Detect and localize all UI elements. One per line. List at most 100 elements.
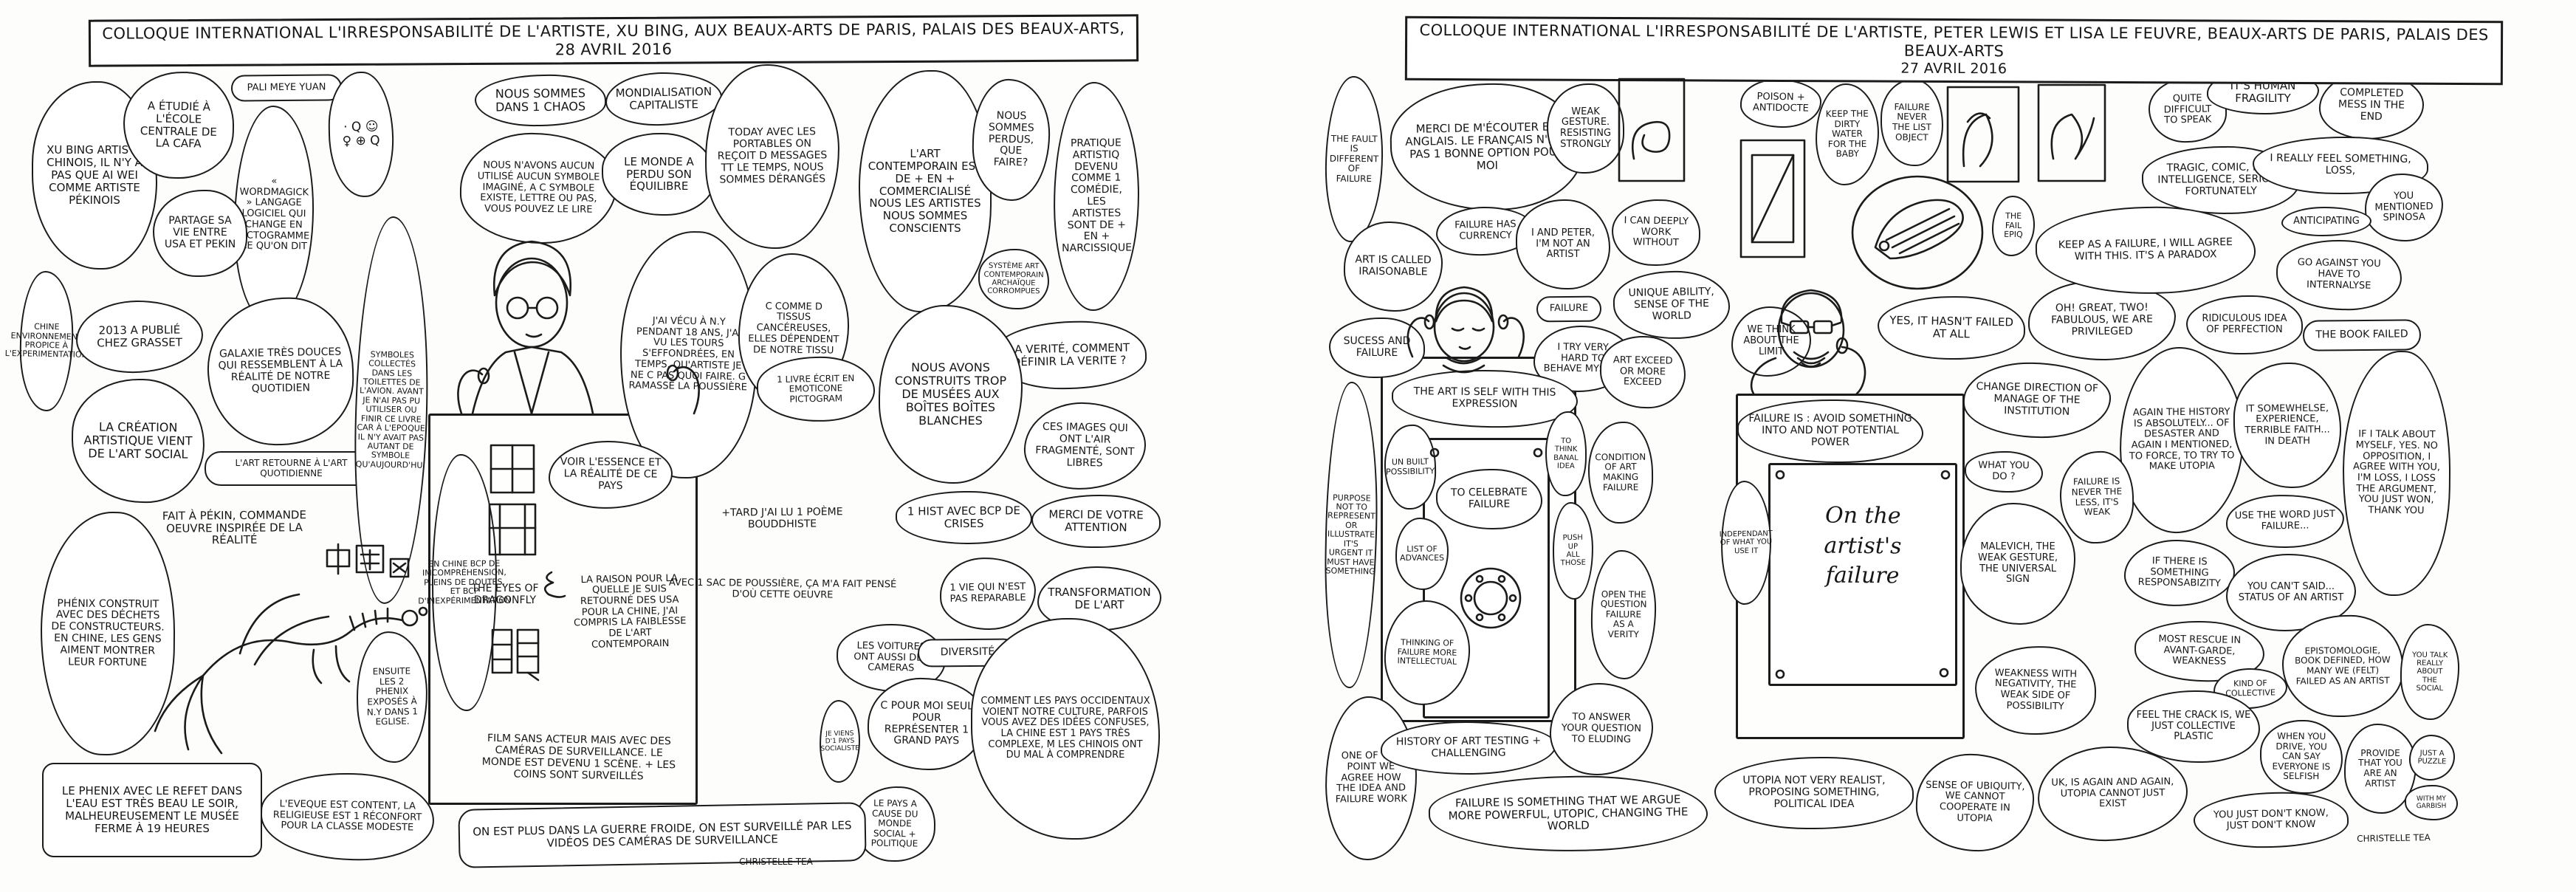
speech-bubble: ENSUITE LES 2 PHENIX EXPOSÉS À N.Y DANS … <box>355 631 429 764</box>
speech-bubble: NOUS SOMMES PERDUS, QUE FAIRE? <box>971 78 1051 202</box>
speech-bubble: IT SOMEWHELSE, EXPERIENCE, TERRIBLE FAIT… <box>2233 362 2342 489</box>
panel-right-peter-lewis-lisa-le-feuvre: COLLOQUE INTERNATIONAL L'IRRESPONSABILIT… <box>1322 11 2576 882</box>
speech-bubble: YOU MENTIONED SPINOSA <box>2364 173 2444 242</box>
speech-bubble: AVEC 1 SAC DE POUSSIÈRE, ÇA M'A FAIT PEN… <box>668 577 897 601</box>
speech-bubble: SYMBOLES COLLECTÉS DANS LES TOILETTES DE… <box>351 216 431 605</box>
speech-bubble: LA CRÉATION ARTISTIQUE VIENT DE L'ART SO… <box>71 378 205 504</box>
speech-bubble: L'ART CONTEMPORAIN EST DE + EN + COMMERC… <box>859 70 992 312</box>
speech-bubble: ONE OF THE POINT WE AGREE HOW THE IDEA A… <box>1325 696 1418 861</box>
speech-bubble: YOU CAN'T SAID... STATUS OF AN ARTIST <box>2226 554 2356 631</box>
speech-bubble: FEEL THE CRACK IS, WE JUST COLLECTIVE PL… <box>2127 690 2260 763</box>
speech-bubble: WHEN YOU DRIVE, YOU CAN SAY EVERYONE IS … <box>2259 719 2343 795</box>
speech-bubble: PURPOSE NOT TO REPRESENT OR ILLUSTRATE I… <box>1322 381 1380 689</box>
title-date: 27 AVRIL 2016 <box>1900 61 2007 78</box>
speech-bubble: FAILURE <box>1536 295 1602 323</box>
speech-bubble: JUST A PUZZLE <box>2408 734 2456 781</box>
title-banner-right: COLLOQUE INTERNATIONAL L'IRRESPONSABILIT… <box>1404 16 2504 86</box>
speech-bubble: YOU TALK REALLY ABOUT THE SOCIAL <box>2400 623 2460 721</box>
poster-text: On the artist's failure <box>1824 502 1902 589</box>
poster-board <box>1768 463 1957 686</box>
speech-bubble: SYSTÈME ART CONTEMPORAIN ARCHAÏQUE CORRO… <box>978 248 1050 310</box>
speech-bubble: TO ANSWER YOUR QUESTION TO ELUDING <box>1549 682 1654 776</box>
speech-bubble: IF I TALK ABOUT MYSELF, YES. NO OPPOSITI… <box>2341 350 2452 597</box>
speech-bubble: CHANGE DIRECTION OF MANAGE OF THE INSTIT… <box>1962 361 2112 439</box>
speech-bubble: PARTAGE SA VIE ENTRE USA ET PEKIN <box>153 190 247 277</box>
speech-bubble: C POUR MOI SEUL POUR REPRÉSENTER 1 GRAND… <box>867 677 986 771</box>
symbols-bubble: · Q ☺ ♀ ⊕ Q <box>327 71 395 198</box>
speech-bubble: 2013 A PUBLIÉ CHEZ GRASSET <box>75 300 204 374</box>
speech-bubble: +TARD J'AI LU 1 POÈME BOUDDHISTE <box>721 506 843 531</box>
speech-bubble: LE PHENIX AVEC LE REFET DANS L'EAU EST T… <box>42 763 262 857</box>
speech-bubble: FAILURE IS : AVOID SOMETHING INTO AND NO… <box>1737 399 1923 463</box>
speech-bubble: PRATIQUE ARTISTIQ DEVENU COMME 1 COMÉDIE… <box>1052 81 1141 312</box>
speech-bubble: UK, IS AGAIN AND AGAIN, UTOPIA CANNOT JU… <box>2037 746 2188 842</box>
speech-bubble: AGAIN THE HISTORY IS ABSOLUTELY... OF DE… <box>2118 346 2245 534</box>
speech-bubble: L'EVEQUE EST CONTENT, LA RELIGIEUSE EST … <box>259 771 436 862</box>
speech-bubble: LE PAYS A CAUSE DU MONDE SOCIAL + POLITI… <box>853 786 936 862</box>
speech-bubble: 1 LIVRE ÉCRIT EN EMOTICONE PICTOGRAM <box>756 355 876 423</box>
podium-caption: THE EYES OF DRAGONFLY <box>471 583 539 606</box>
speech-bubble: WE THINK ABOUT THE LIMIT <box>1731 306 1811 377</box>
speech-bubble: CES IMAGES QUI ONT L'AIR FRAGMENTÉ, SONT… <box>1023 401 1147 491</box>
speech-bubble: YOU JUST DON'T KNOW, JUST DON'T KNOW <box>2193 791 2349 849</box>
speech-bubble: IF THERE IS SOMETHING RESPONSABIZITY <box>2123 538 2236 608</box>
speech-bubble: PUSH UP ALL THOSE <box>1551 501 1595 600</box>
speech-bubble: MERCI DE VOTRE ATTENTION <box>1031 494 1161 549</box>
speech-bubble: POISON + ANTIDOCTE <box>1739 78 1822 128</box>
speech-bubble: CHINE ENVIRONNEMENT PROPICE À L'EXPERIME… <box>5 270 88 412</box>
speech-bubble: SUCESS AND FAILURE <box>1329 318 1425 378</box>
speech-bubble: MALEVICH, THE WEAK GESTURE, THE UNIVERSA… <box>1960 503 2075 625</box>
speech-bubble: CONDITION OF ART MAKING FAILURE <box>1587 421 1654 524</box>
speech-bubble: RIDICULOUS IDEA OF PERFECTION <box>2186 295 2303 354</box>
speech-bubble: PALI MEYE YUAN <box>230 74 343 102</box>
speech-bubble: KEEP THE DIRTY WATER FOR THE BABY <box>1815 83 1880 186</box>
speech-bubble: FAIT À PÉKIN, COMMANDE OEUVRE INSPIRÉE D… <box>162 507 306 547</box>
speech-bubble: 1 VIE QUI N'EST PAS REPARABLE <box>939 556 1037 631</box>
speech-bubble: WITH MY GARBISH <box>2404 784 2459 821</box>
speech-bubble: « WORDMAGICK » LANGAGE LOGICIEL QUI CHAN… <box>233 105 315 324</box>
artist-signature: CHRISTELLE TEA <box>739 857 813 867</box>
speech-bubble: NOUS N'AVONS AUCUN UTILISÉ AUCUN SYMBOLE… <box>459 132 618 244</box>
speech-bubble: A ÉTUDIÉ À L'ÉCOLE CENTRALE DE LA CAFA <box>122 70 236 180</box>
speech-bubble: YES, IT HASN'T FAILED AT ALL <box>1877 295 2026 361</box>
speech-bubble: ANTICIPATING <box>2281 207 2371 236</box>
speech-bubble: OPEN THE QUESTION FAILURE AS A VERITY <box>1590 549 1657 680</box>
speech-bubble: MONDIALISATION CAPITALISTE <box>605 71 723 127</box>
speech-bubble: UNIQUE ABILITY, SENSE OF THE WORLD <box>1612 270 1731 340</box>
speech-bubble: HISTORY OF ART TESTING + CHALLENGING <box>1380 720 1557 776</box>
speech-bubble: TRANSFORMATION DE L'ART <box>1037 566 1161 631</box>
speech-bubble: USE THE WORD JUST FAILURE... <box>2225 493 2345 549</box>
speech-bubble: SENSE OF UBIQUITY, WE CANNOT COOPERATE I… <box>1914 752 2036 853</box>
speech-bubble: THE FAIL EPIQ <box>1991 195 2036 257</box>
speech-bubble: TODAY AVEC LES PORTABLES ON REÇOIT D MES… <box>704 64 841 250</box>
speech-bubble: LE MONDE A PERDU SON ÉQUILIBRE <box>602 133 716 216</box>
speech-bubble: I AND PETER, I'M NOT AN ARTIST <box>1516 199 1610 289</box>
speech-bubble: UN BUILT POSSIBILITY <box>1384 424 1437 510</box>
speech-bubble: WEAK GESTURE. RESISTING STRONGLY <box>1547 83 1624 174</box>
speech-bubble: ART EXCEED OR MORE EXCEED <box>1599 334 1686 410</box>
speech-bubble: THE FAULT IS DIFFERENT OF FAILURE <box>1325 75 1384 243</box>
speech-bubble: KEEP AS A FAILURE, I WILL AGREE WITH THI… <box>2034 205 2257 296</box>
bubble-layer: XU BING ARTISTE CHINOIS, IL N'Y A PAS QU… <box>5 11 1229 882</box>
speech-bubble: NOUS SOMMES DANS 1 CHAOS <box>474 74 607 127</box>
speech-bubble: GO AGAINST YOU HAVE TO INTERNALYSE <box>2276 239 2402 312</box>
title-text: COLLOQUE INTERNATIONAL L'IRRESPONSABILIT… <box>1419 21 2489 61</box>
speech-bubble: TO THINK BANAL IDEA <box>1545 411 1587 497</box>
speech-bubble: THE BOOK FAILED <box>2302 319 2422 351</box>
speech-bubble: WHAT YOU DO ? <box>1964 450 2044 493</box>
speech-bubble: UTOPIA NOT VERY REALIST, PROPOSING SOMET… <box>1714 757 1914 829</box>
speech-bubble: NOUS AVONS CONSTRUITS TROP DE MUSÉES AUX… <box>879 305 1023 484</box>
speech-bubble: COMMENT LES PAYS OCCIDENTAUX VOIENT NOTR… <box>971 618 1160 840</box>
title-banner-left: COLLOQUE INTERNATIONAL L'IRRESPONSABILIT… <box>88 14 1139 68</box>
speech-bubble: FAILURE IS NEVER THE LESS, IT'S WEAK <box>2058 450 2135 544</box>
speech-bubble: L'ART RETOURNE À L'ART QUOTIDIENNE <box>205 451 378 487</box>
panel-left-xu-bing: COLLOQUE INTERNATIONAL L'IRRESPONSABILIT… <box>5 11 1229 882</box>
speech-bubble: J'AI VÉCU À N.Y PENDANT 18 ANS, J'AI VU … <box>618 230 759 480</box>
speech-bubble: FILM SANS ACTEUR MAIS AVEC DES CAMÉRAS D… <box>481 733 676 783</box>
speech-bubble: WEAKNESS WITH NEGATIVITY, THE WEAK SIDE … <box>1974 645 2098 736</box>
speech-bubble: 1 HIST AVEC BCP DE CRISES <box>895 490 1033 545</box>
artist-signature: CHRISTELLE TEA <box>2357 832 2431 844</box>
speech-bubble: JE VIENS D'1 PAYS SOCIALISTE <box>819 699 861 783</box>
